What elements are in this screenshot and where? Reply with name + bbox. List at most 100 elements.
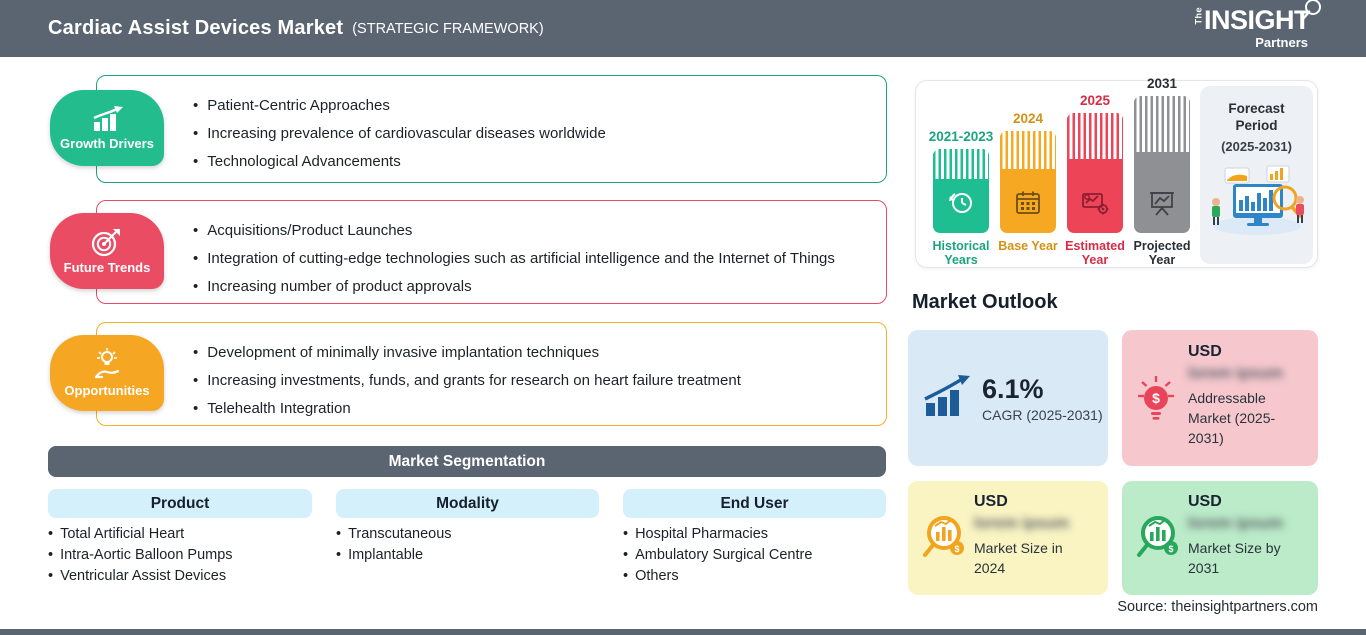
forecast-period-title: Forecast Period: [1228, 101, 1285, 133]
growth-chart-icon: [93, 105, 123, 131]
historical-years-label: Historical Years: [932, 239, 990, 267]
list-item: Intra-Aortic Balloon Pumps: [48, 545, 232, 566]
market-outlook-title: Market Outlook: [912, 291, 1058, 313]
dollar-bulb-icon: $: [1138, 376, 1174, 420]
forecast-period-panel: Forecast Period (2025-2031): [1200, 86, 1313, 264]
magnifier-chart-icon-orange: $: [923, 516, 964, 557]
addressable-market-card: $ USD lorem ipsum Addressable Market (20…: [1122, 330, 1318, 466]
enduser-list: Hospital Pharmacies Ambulatory Surgical …: [623, 524, 812, 587]
growth-drivers-badge: Growth Drivers: [50, 90, 164, 166]
forecast-illustration: [1211, 165, 1304, 235]
segment-header-enduser: End User: [623, 489, 886, 518]
header-bar: Cardiac Assist Devices Market (STRATEGIC…: [0, 0, 1366, 57]
year-label: 2021-2023: [928, 129, 994, 144]
projected-year-label: Projected Year: [1133, 239, 1191, 267]
currency-label: USD: [974, 493, 1008, 510]
clock-icon: [949, 193, 972, 213]
svg-text:$: $: [954, 544, 959, 554]
cagr-card: 6.1% CAGR (2025-2031): [908, 330, 1108, 466]
list-item: Telehealth Integration: [193, 395, 874, 423]
logo-partners-text: Partners: [1255, 35, 1308, 50]
list-item: Transcutaneous: [336, 524, 451, 545]
redacted-market-value: lorem ipsum: [1188, 365, 1284, 382]
market-segmentation-header: Market Segmentation: [48, 446, 886, 477]
currency-label: USD: [1188, 493, 1222, 510]
segment-label: End User: [720, 494, 789, 512]
list-item: Development of minimally invasive implan…: [193, 339, 874, 367]
market-size-2031-card: $ USD lorem ipsum Market Size by 2031: [1122, 481, 1318, 595]
market-size-2024-card: $ USD lorem ipsum Market Size in 2024: [908, 481, 1108, 595]
segment-header-product: Product: [48, 489, 312, 518]
list-item: Patient-Centric Approaches: [193, 92, 874, 120]
base-year-label: Base Year: [998, 239, 1058, 253]
future-trends-badge: Future Trends: [50, 213, 164, 289]
list-item: Acquisitions/Product Launches: [193, 217, 874, 245]
estimated-year-bar: [1067, 113, 1123, 233]
list-item: Technological Advancements: [193, 148, 874, 176]
badge-label: Growth Drivers: [60, 135, 154, 151]
opportunities-badge: Opportunities: [50, 335, 164, 411]
list-item: Implantable: [336, 545, 452, 566]
modality-list: Transcutaneous Implantable: [336, 524, 452, 566]
badge-label: Future Trends: [63, 260, 151, 275]
source-attribution: Source: theinsightpartners.com: [1117, 599, 1318, 615]
cagr-value: 6.1%: [982, 373, 1044, 404]
research-timeline-panel: 2021-2023 2024 2025 2031: [915, 76, 1318, 268]
logo-insight-text: INSIGHT: [1204, 0, 1321, 34]
bar-stripes: [1000, 131, 1056, 169]
svg-text:$: $: [1152, 390, 1160, 406]
cagr-growth-icon: [924, 374, 970, 416]
opportunities-box: Development of minimally invasive implan…: [96, 322, 887, 426]
list-item: Increasing number of product approvals: [193, 273, 874, 301]
list-item: Increasing prevalence of cardiovascular …: [193, 120, 874, 148]
segment-header-modality: Modality: [336, 489, 599, 518]
growth-drivers-list: Patient-Centric Approaches Increasing pr…: [97, 76, 886, 176]
analytics-gear-icon: [1082, 193, 1109, 215]
segment-label: Product: [150, 494, 210, 512]
card-label: Addressable Market (2025-2031): [1188, 390, 1276, 446]
list-item: Others: [623, 566, 812, 587]
opportunities-list: Development of minimally invasive implan…: [97, 323, 886, 423]
product-list: Total Artificial Heart Intra-Aortic Ball…: [48, 524, 233, 587]
target-icon: [91, 229, 120, 257]
svg-text:$: $: [1168, 544, 1173, 554]
list-item: Total Artificial Heart: [48, 524, 233, 545]
redacted-market-value: lorem ipsum: [974, 515, 1070, 532]
list-item: Ventricular Assist Devices: [48, 566, 233, 587]
growth-drivers-box: Patient-Centric Approaches Increasing pr…: [96, 75, 887, 183]
future-trends-box: Acquisitions/Product Launches Integratio…: [96, 200, 887, 304]
insight-partners-logo: The INSIGHT Partners: [1193, 0, 1321, 50]
currency-label: USD: [1188, 343, 1222, 360]
idea-hand-icon: [94, 348, 120, 379]
magnifier-chart-icon-green: $: [1137, 516, 1178, 557]
card-label: Market Size in 2024: [974, 540, 1063, 576]
magnifier-icon: [1301, 0, 1321, 21]
year-label: 2025: [1079, 93, 1111, 108]
base-year-bar: [1000, 131, 1056, 233]
badge-label: Opportunities: [64, 383, 150, 398]
future-trends-list: Acquisitions/Product Launches Integratio…: [97, 201, 886, 301]
calendar-icon: [1016, 191, 1040, 214]
year-label: 2031: [1146, 76, 1178, 91]
logo-the-text: The: [1193, 6, 1204, 25]
cagr-label: CAGR (2025-2031): [982, 406, 1103, 423]
estimated-year-label: Estimated Year: [1065, 239, 1125, 267]
forecast-period-range: (2025-2031): [1221, 139, 1292, 154]
list-item: Increasing investments, funds, and grant…: [193, 367, 874, 395]
list-item: Hospital Pharmacies: [623, 524, 812, 545]
presentation-icon: [1150, 192, 1174, 216]
page-title: Cardiac Assist Devices Market: [48, 17, 344, 39]
projected-year-bar: [1134, 96, 1190, 233]
page-subtitle: (STRATEGIC FRAMEWORK): [352, 20, 544, 37]
bar-stripes: [1134, 96, 1190, 152]
historical-years-bar: [933, 149, 989, 233]
year-label: 2024: [1012, 111, 1044, 126]
list-item: Integration of cutting-edge technologies…: [193, 245, 874, 273]
bar-stripes: [1067, 113, 1123, 159]
market-segmentation-title: Market Segmentation: [388, 452, 546, 470]
redacted-market-value: lorem ipsum: [1188, 515, 1284, 532]
segment-label: Modality: [436, 494, 499, 512]
card-label: Market Size by 2031: [1188, 540, 1281, 576]
list-item: Ambulatory Surgical Centre: [623, 545, 812, 566]
